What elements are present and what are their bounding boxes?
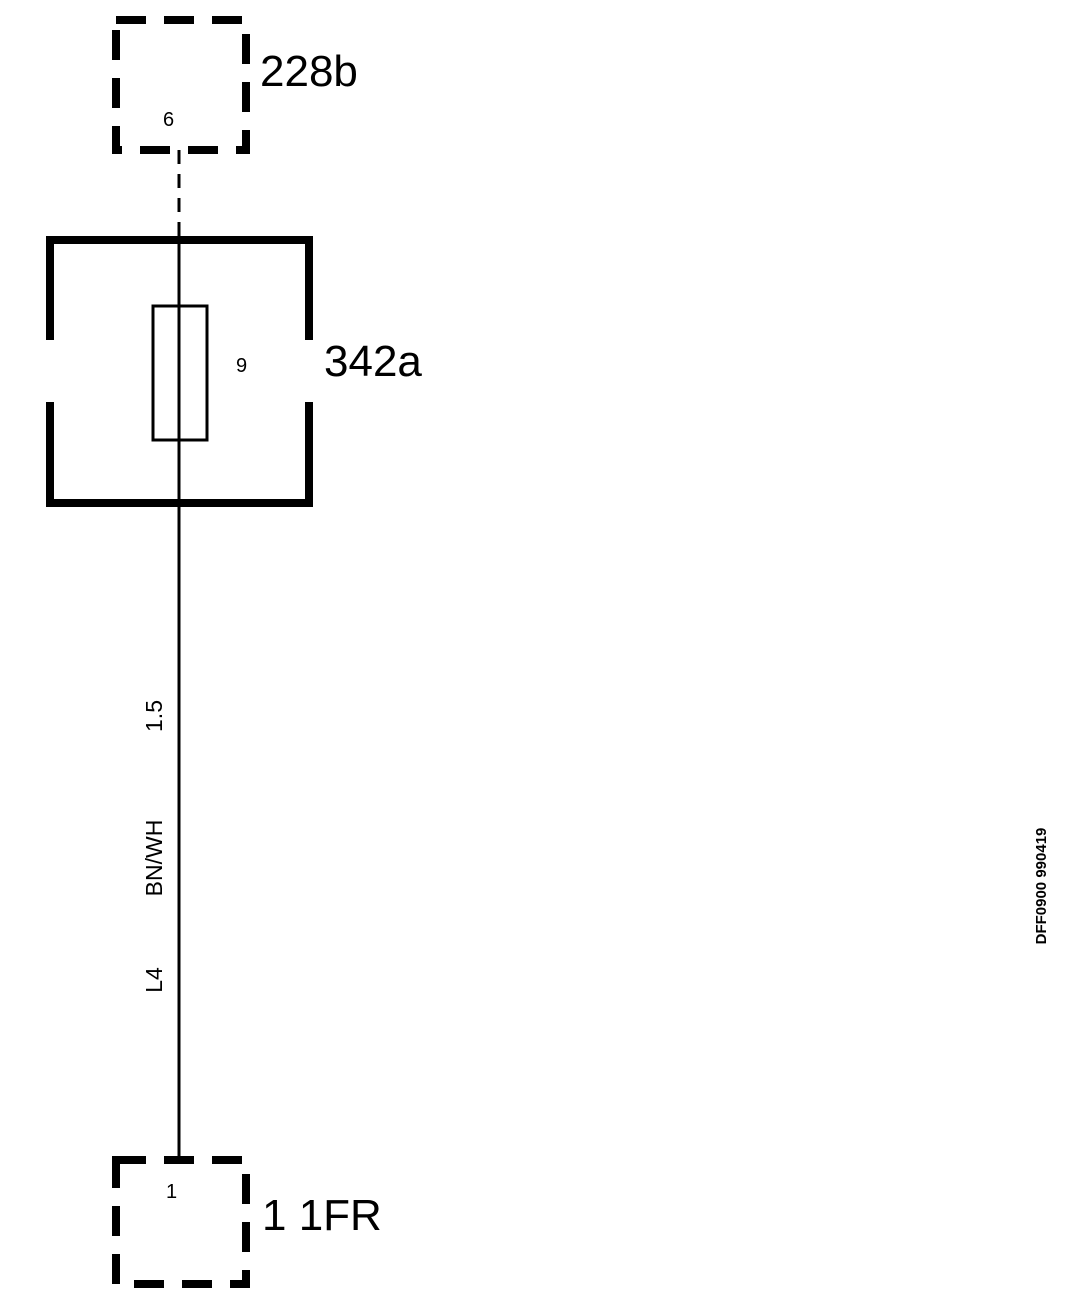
fuse-number: 9	[236, 355, 247, 377]
connector-11fr-label: 1 1FR	[262, 1191, 382, 1240]
connector-11fr-pin: 1	[166, 1181, 177, 1203]
connector-228b: 228b 6	[112, 16, 358, 154]
fuse-box-label: 342a	[324, 337, 422, 386]
fuse-box-342a: 9 342a	[46, 236, 422, 507]
connector-228b-outline	[112, 16, 250, 154]
wire-size-label: 1.5	[141, 700, 167, 732]
wire-color-label: BN/WH	[141, 820, 167, 897]
connector-11fr: 1 1 1FR	[112, 1156, 382, 1288]
connector-228b-label: 228b	[260, 47, 358, 96]
drawing-reference-code: DFF0900 990419	[1033, 828, 1050, 945]
connector-11fr-outline	[112, 1156, 250, 1288]
wire-circuit-label: L4	[141, 967, 167, 993]
connector-228b-pin: 6	[163, 109, 174, 131]
